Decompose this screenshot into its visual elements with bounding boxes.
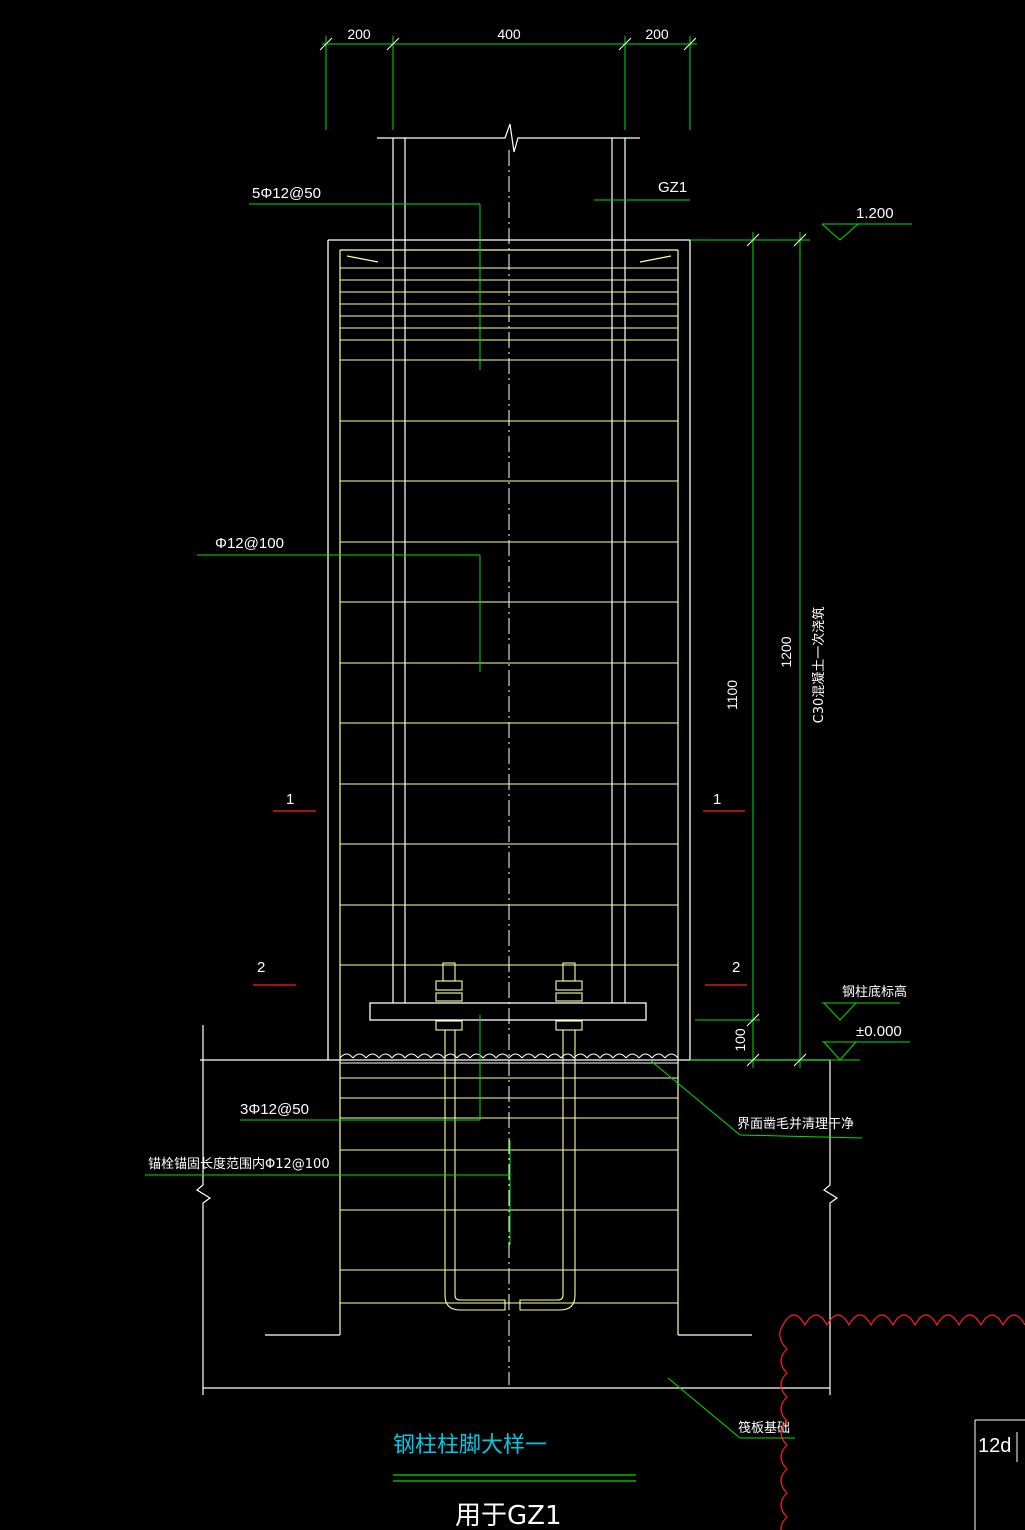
section-1-left: 1 (286, 791, 294, 808)
scallop (586, 1053, 601, 1059)
longitudinal-rebar (339, 249, 679, 1335)
scallop (547, 1053, 562, 1059)
scallop (573, 1053, 588, 1059)
revision-cloud (779, 1314, 1025, 1530)
stirrup-label-base: 3Φ12@50 (240, 1101, 309, 1118)
revision-cloud-arc (779, 1314, 1025, 1530)
section-mark-lines (253, 810, 747, 986)
anchor-stirrup-label: 锚栓锚固长度范围内Φ12@100 (148, 1156, 330, 1172)
scallop (508, 1053, 523, 1059)
roughened-interface (339, 1053, 679, 1059)
scallop (469, 1053, 484, 1059)
elevation-zero: ±0.000 (856, 1023, 902, 1040)
scallop (352, 1053, 367, 1059)
scallop (638, 1053, 653, 1059)
scallop (612, 1053, 627, 1059)
title-underline (393, 1474, 636, 1482)
steel-column (377, 123, 640, 1003)
top-dimension-chain (319, 36, 697, 130)
column-base-elevation-label: 钢柱底标高 (842, 984, 907, 1000)
scallop (599, 1053, 614, 1059)
dim-top-right: 200 (645, 26, 669, 42)
scallop (560, 1053, 575, 1059)
scallop (456, 1053, 471, 1059)
base-plate (369, 1002, 647, 1021)
scallop (651, 1053, 666, 1059)
scallop (664, 1053, 679, 1059)
stirrup-set (340, 267, 678, 1304)
corner-stamp-frame (974, 1419, 1025, 1530)
dim-height-1200: 1200 (778, 636, 794, 667)
dim-base-100: 100 (732, 1028, 748, 1052)
scallop (378, 1053, 393, 1059)
scallop (417, 1053, 432, 1059)
scallop (430, 1053, 445, 1059)
raft-foundation-note: 筏板基础 (738, 1420, 790, 1436)
concrete-pour-note: C30混凝土一次浇筑 (811, 607, 827, 724)
scallop (391, 1053, 406, 1059)
corner-stamp: 12d (978, 1435, 1011, 1457)
dim-height-1100: 1100 (724, 680, 740, 710)
stirrup-label-top: 5Φ12@50 (252, 185, 321, 202)
usage-note: 用于GZ1 (455, 1501, 562, 1530)
leader-lines (145, 199, 863, 1439)
anchor-bolt-right (519, 962, 583, 1311)
elevation-top: 1.200 (856, 205, 894, 222)
dim-top-left: 200 (347, 26, 371, 42)
scallop (365, 1053, 380, 1059)
concrete-encasement (327, 239, 691, 1060)
scallop (521, 1053, 536, 1059)
stirrup-label-mid: Φ12@100 (215, 535, 284, 552)
section-1-right: 1 (713, 791, 721, 808)
scallop (404, 1053, 419, 1059)
scallop (443, 1053, 458, 1059)
section-2-left: 2 (257, 959, 265, 976)
anchor-bolt-left (435, 962, 506, 1311)
column-tag-gz1: GZ1 (658, 179, 687, 196)
dim-top-mid: 400 (497, 26, 521, 42)
scallop (625, 1053, 640, 1059)
section-2-right: 2 (732, 959, 740, 976)
scallop (482, 1053, 497, 1059)
interface-note: 界面凿毛并清理干净 (737, 1117, 854, 1132)
scallop (495, 1053, 510, 1059)
dimension-ticks (746, 233, 807, 1067)
right-dimensions (690, 232, 860, 1068)
scallop (339, 1053, 354, 1059)
scallop (534, 1053, 549, 1059)
detail-title: 钢柱柱脚大样一 (393, 1433, 547, 1458)
elevation-marks (821, 223, 912, 1061)
